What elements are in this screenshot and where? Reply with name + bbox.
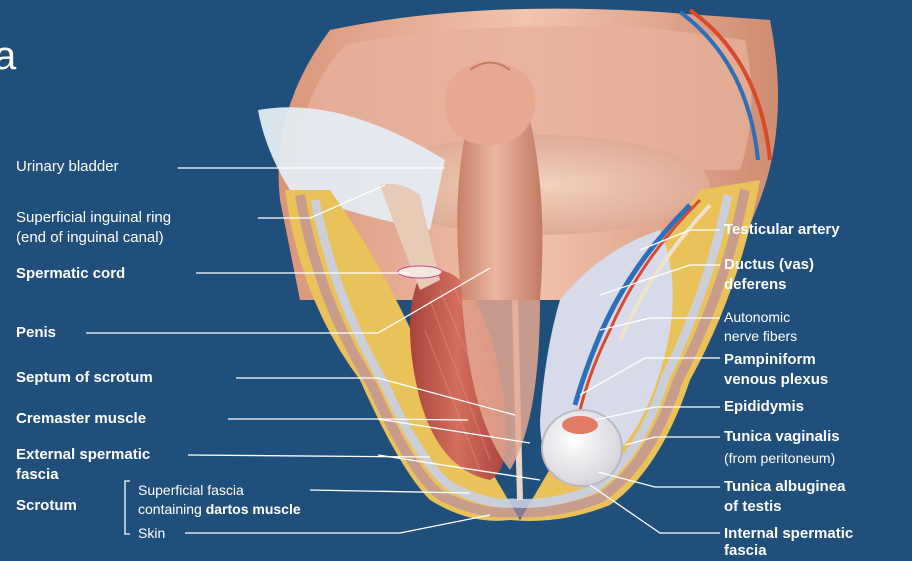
leader-autonomic <box>599 317 720 331</box>
spermatic-cord-section <box>397 265 443 279</box>
leader-inguinal-ring <box>258 184 386 219</box>
leader-superficial-fascia <box>309 489 471 494</box>
label-inguinal-ring-1: Superficial inguinal ring <box>16 209 172 226</box>
label-cremaster: Cremaster muscle <box>16 410 147 427</box>
label-tunica-vaginalis-1: Tunica vaginalis <box>724 428 840 445</box>
label-skin: Skin <box>138 525 166 541</box>
leader-ext-fascia-2 <box>377 454 541 481</box>
title-fragment: a <box>0 34 17 78</box>
label-superficial-fascia-1: Superficial fascia <box>138 482 244 498</box>
label-testicular-artery: Testicular artery <box>724 221 840 238</box>
label-tunica-albuginea-1: Tunica albuginea <box>724 478 846 495</box>
label-urinary-bladder: Urinary bladder <box>16 158 119 175</box>
leader-internal-fascia <box>589 484 720 534</box>
scrotum-fascia-layer <box>310 194 733 508</box>
pampiniform-plexus-shape <box>572 203 692 406</box>
leader-testicular-artery <box>639 229 720 251</box>
leader-skin <box>185 514 491 534</box>
testis-shape <box>541 409 623 487</box>
testicular-artery-shape <box>578 198 702 411</box>
label-dartos-muscle: dartos muscle <box>205 501 301 517</box>
label-scrotum: Scrotum <box>16 497 77 514</box>
leader-tunica-vaginalis <box>624 436 720 446</box>
label-internal-fascia-2: fascia <box>724 542 767 559</box>
penis-glans <box>444 62 536 145</box>
leader-ext-fascia <box>187 454 431 458</box>
penis-shaft <box>457 120 543 300</box>
label-pampiniform-1: Pampiniform <box>724 351 816 368</box>
leader-ductus <box>599 264 720 296</box>
label-epididymis: Epididymis <box>724 398 805 415</box>
leader-cremaster <box>228 418 469 421</box>
leader-cremaster-2 <box>377 418 531 444</box>
penis-tip <box>469 61 511 71</box>
label-superficial-fascia-2: containing dartos muscle <box>138 499 301 519</box>
leader-septum <box>236 377 516 416</box>
label-inguinal-ring-2: (end of inguinal canal) <box>16 229 164 246</box>
top-artery <box>688 8 772 161</box>
top-vein <box>678 10 760 161</box>
label-penis: Penis <box>16 324 57 341</box>
label-internal-fascia-1: Internal spermatic <box>724 525 854 542</box>
label-ext-fascia-2: fascia <box>16 466 59 483</box>
penis-shaft-lower <box>462 300 540 470</box>
label-spermatic-cord: Spermatic cord <box>16 265 126 282</box>
leader-epididymis <box>594 406 720 421</box>
label-ductus-2: deferens <box>724 276 787 293</box>
epididymis-shape <box>562 416 598 434</box>
scrotum-brace <box>124 480 130 535</box>
label-ext-fascia-1: External spermatic <box>16 446 151 463</box>
label-tunica-albuginea-2: of testis <box>724 498 782 515</box>
leader-penis <box>86 267 491 334</box>
label-pampiniform-2: venous plexus <box>724 371 829 388</box>
label-autonomic-2: nerve fibers <box>724 328 798 344</box>
scrotum-skin-layer <box>295 189 750 518</box>
label-septum: Septum of scrotum <box>16 369 153 386</box>
label-autonomic-1: Autonomic <box>724 309 791 325</box>
leader-tunica-albuginea <box>597 471 720 488</box>
spermatic-cord-shape <box>380 183 440 290</box>
label-superficial-fascia-2a: containing <box>138 501 206 517</box>
label-tunica-vaginalis-2: (from peritoneum) <box>724 450 836 466</box>
leader-pampiniform <box>579 357 720 396</box>
label-ductus-1: Ductus (vas) <box>724 256 815 273</box>
